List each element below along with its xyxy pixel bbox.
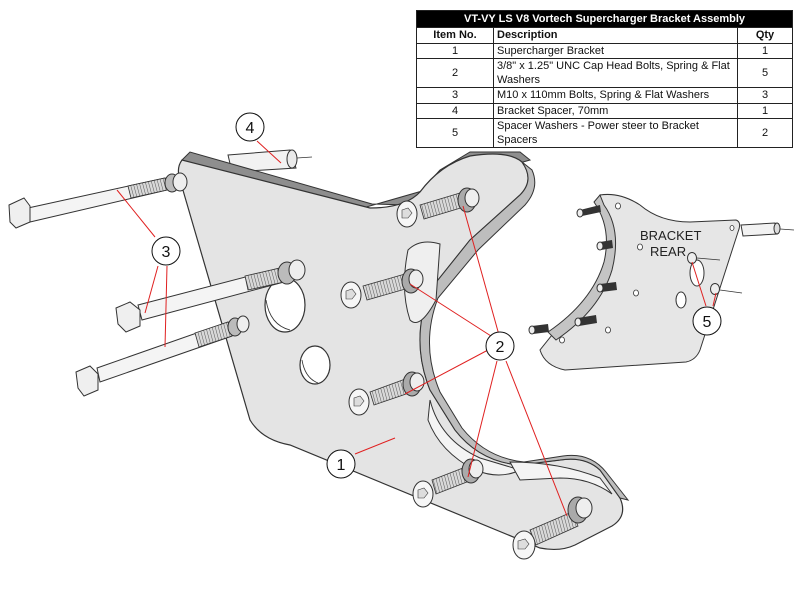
rear-stud	[528, 324, 549, 335]
callout-4-label: 4	[246, 120, 255, 137]
item-qty: 3	[737, 87, 793, 104]
leader-lines	[116, 140, 717, 517]
callout-1-label: 1	[337, 457, 346, 474]
cap-bolt-1	[396, 187, 480, 228]
bracket-rear-view: BRACKET REAR	[528, 194, 795, 371]
item-number: 5	[416, 118, 494, 148]
leader-3a	[116, 189, 156, 238]
table-row: 1 Supercharger Bracket 1	[416, 42, 793, 59]
cap-bolt-4	[412, 458, 484, 508]
item-qty: 1	[737, 102, 793, 119]
header-item-no: Item No.	[416, 27, 494, 44]
item-number: 4	[416, 102, 494, 119]
rear-label-line1: BRACKET	[640, 228, 701, 243]
cap-bolt-2	[340, 268, 424, 309]
callout-2-label: 2	[496, 339, 505, 356]
leader-2c	[404, 349, 489, 395]
table-row: 4 Bracket Spacer, 70mm 1	[416, 102, 793, 119]
m10-bolt-middle	[115, 259, 306, 333]
item-number: 2	[416, 58, 494, 88]
item-description: 3/8" x 1.25" UNC Cap Head Bolts, Spring …	[493, 58, 738, 88]
callout-3: 3	[151, 236, 181, 266]
leader-2e	[505, 360, 568, 517]
item-number: 1	[416, 42, 494, 59]
leader-1	[354, 437, 396, 455]
rear-label-line2: REAR	[650, 244, 686, 259]
item-description: Spacer Washers - Power steer to Bracket …	[493, 118, 738, 148]
item-description: Bracket Spacer, 70mm	[493, 102, 738, 119]
leader-2a	[462, 205, 500, 336]
callout-5: 5	[692, 306, 722, 336]
item-qty: 5	[737, 58, 793, 88]
m10-bolt-top	[8, 172, 188, 229]
leader-5b	[712, 292, 717, 307]
callout-2: 2	[485, 331, 515, 361]
leader-4	[256, 140, 282, 164]
callout-3-label: 3	[162, 244, 171, 261]
header-qty: Qty	[737, 27, 793, 44]
item-number: 3	[416, 87, 494, 104]
leader-3b	[144, 265, 159, 314]
leader-2d	[467, 360, 498, 478]
parts-table-title: VT-VY LS V8 Vortech Supercharger Bracket…	[416, 10, 793, 28]
header-description: Description	[493, 27, 738, 44]
item-description: Supercharger Bracket	[493, 42, 738, 59]
bracket-spacer-part	[227, 149, 313, 173]
cap-bolt-5	[512, 496, 593, 560]
parts-table: VT-VY LS V8 Vortech Supercharger Bracket…	[416, 10, 793, 148]
item-description: M10 x 110mm Bolts, Spring & Flat Washers	[493, 87, 738, 104]
callout-1: 1	[326, 449, 356, 479]
cap-bolt-3	[348, 371, 425, 416]
rear-stud	[596, 240, 613, 251]
table-row: 5 Spacer Washers - Power steer to Bracke…	[416, 118, 793, 148]
leader-5a	[691, 261, 707, 307]
rear-stud	[574, 315, 597, 327]
item-qty: 1	[737, 42, 793, 59]
m10-bolt-bottom	[75, 315, 250, 397]
rear-stud	[576, 205, 601, 218]
rear-stud	[596, 282, 617, 293]
callout-5-label: 5	[703, 314, 712, 331]
table-row: 2 3/8" x 1.25" UNC Cap Head Bolts, Sprin…	[416, 58, 793, 88]
leader-3c	[164, 265, 168, 348]
table-row: 3 M10 x 110mm Bolts, Spring & Flat Washe…	[416, 87, 793, 104]
callout-4: 4	[235, 112, 265, 142]
leader-2b	[409, 283, 492, 337]
item-qty: 2	[737, 118, 793, 148]
